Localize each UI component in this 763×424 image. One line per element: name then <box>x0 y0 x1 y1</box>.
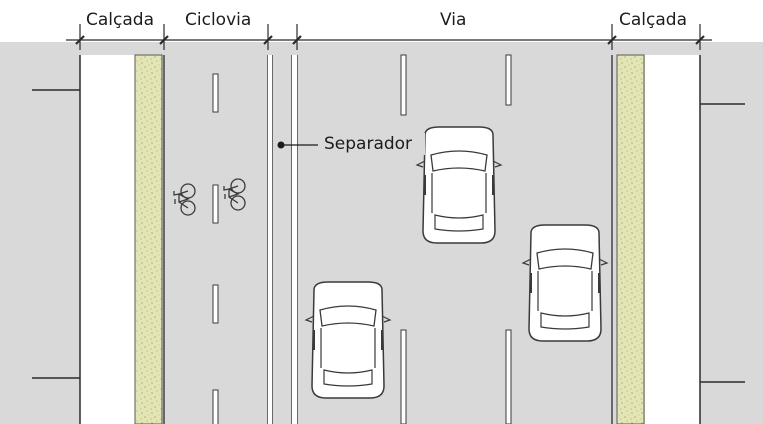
sidewalk-right <box>645 55 700 424</box>
car-icon <box>522 224 608 342</box>
planting-strip-right <box>616 54 645 424</box>
car-icon <box>305 281 391 399</box>
sidewalk-left <box>80 55 135 424</box>
planting-strip-left <box>134 54 163 424</box>
road-edge-line <box>292 55 297 424</box>
label-separator: Separador <box>324 134 413 154</box>
label-sidewalk-left: Calçada <box>86 10 154 30</box>
label-sidewalk-right: Calçada <box>619 10 687 30</box>
property-lines <box>32 55 745 424</box>
label-bike-lane: Ciclovia <box>185 10 252 30</box>
separator-strip <box>268 55 272 424</box>
car-icon <box>416 126 502 244</box>
label-road: Via <box>440 10 467 30</box>
lane-dashes <box>212 54 512 424</box>
dimension-line <box>66 24 712 50</box>
separator-pointer <box>277 141 318 149</box>
